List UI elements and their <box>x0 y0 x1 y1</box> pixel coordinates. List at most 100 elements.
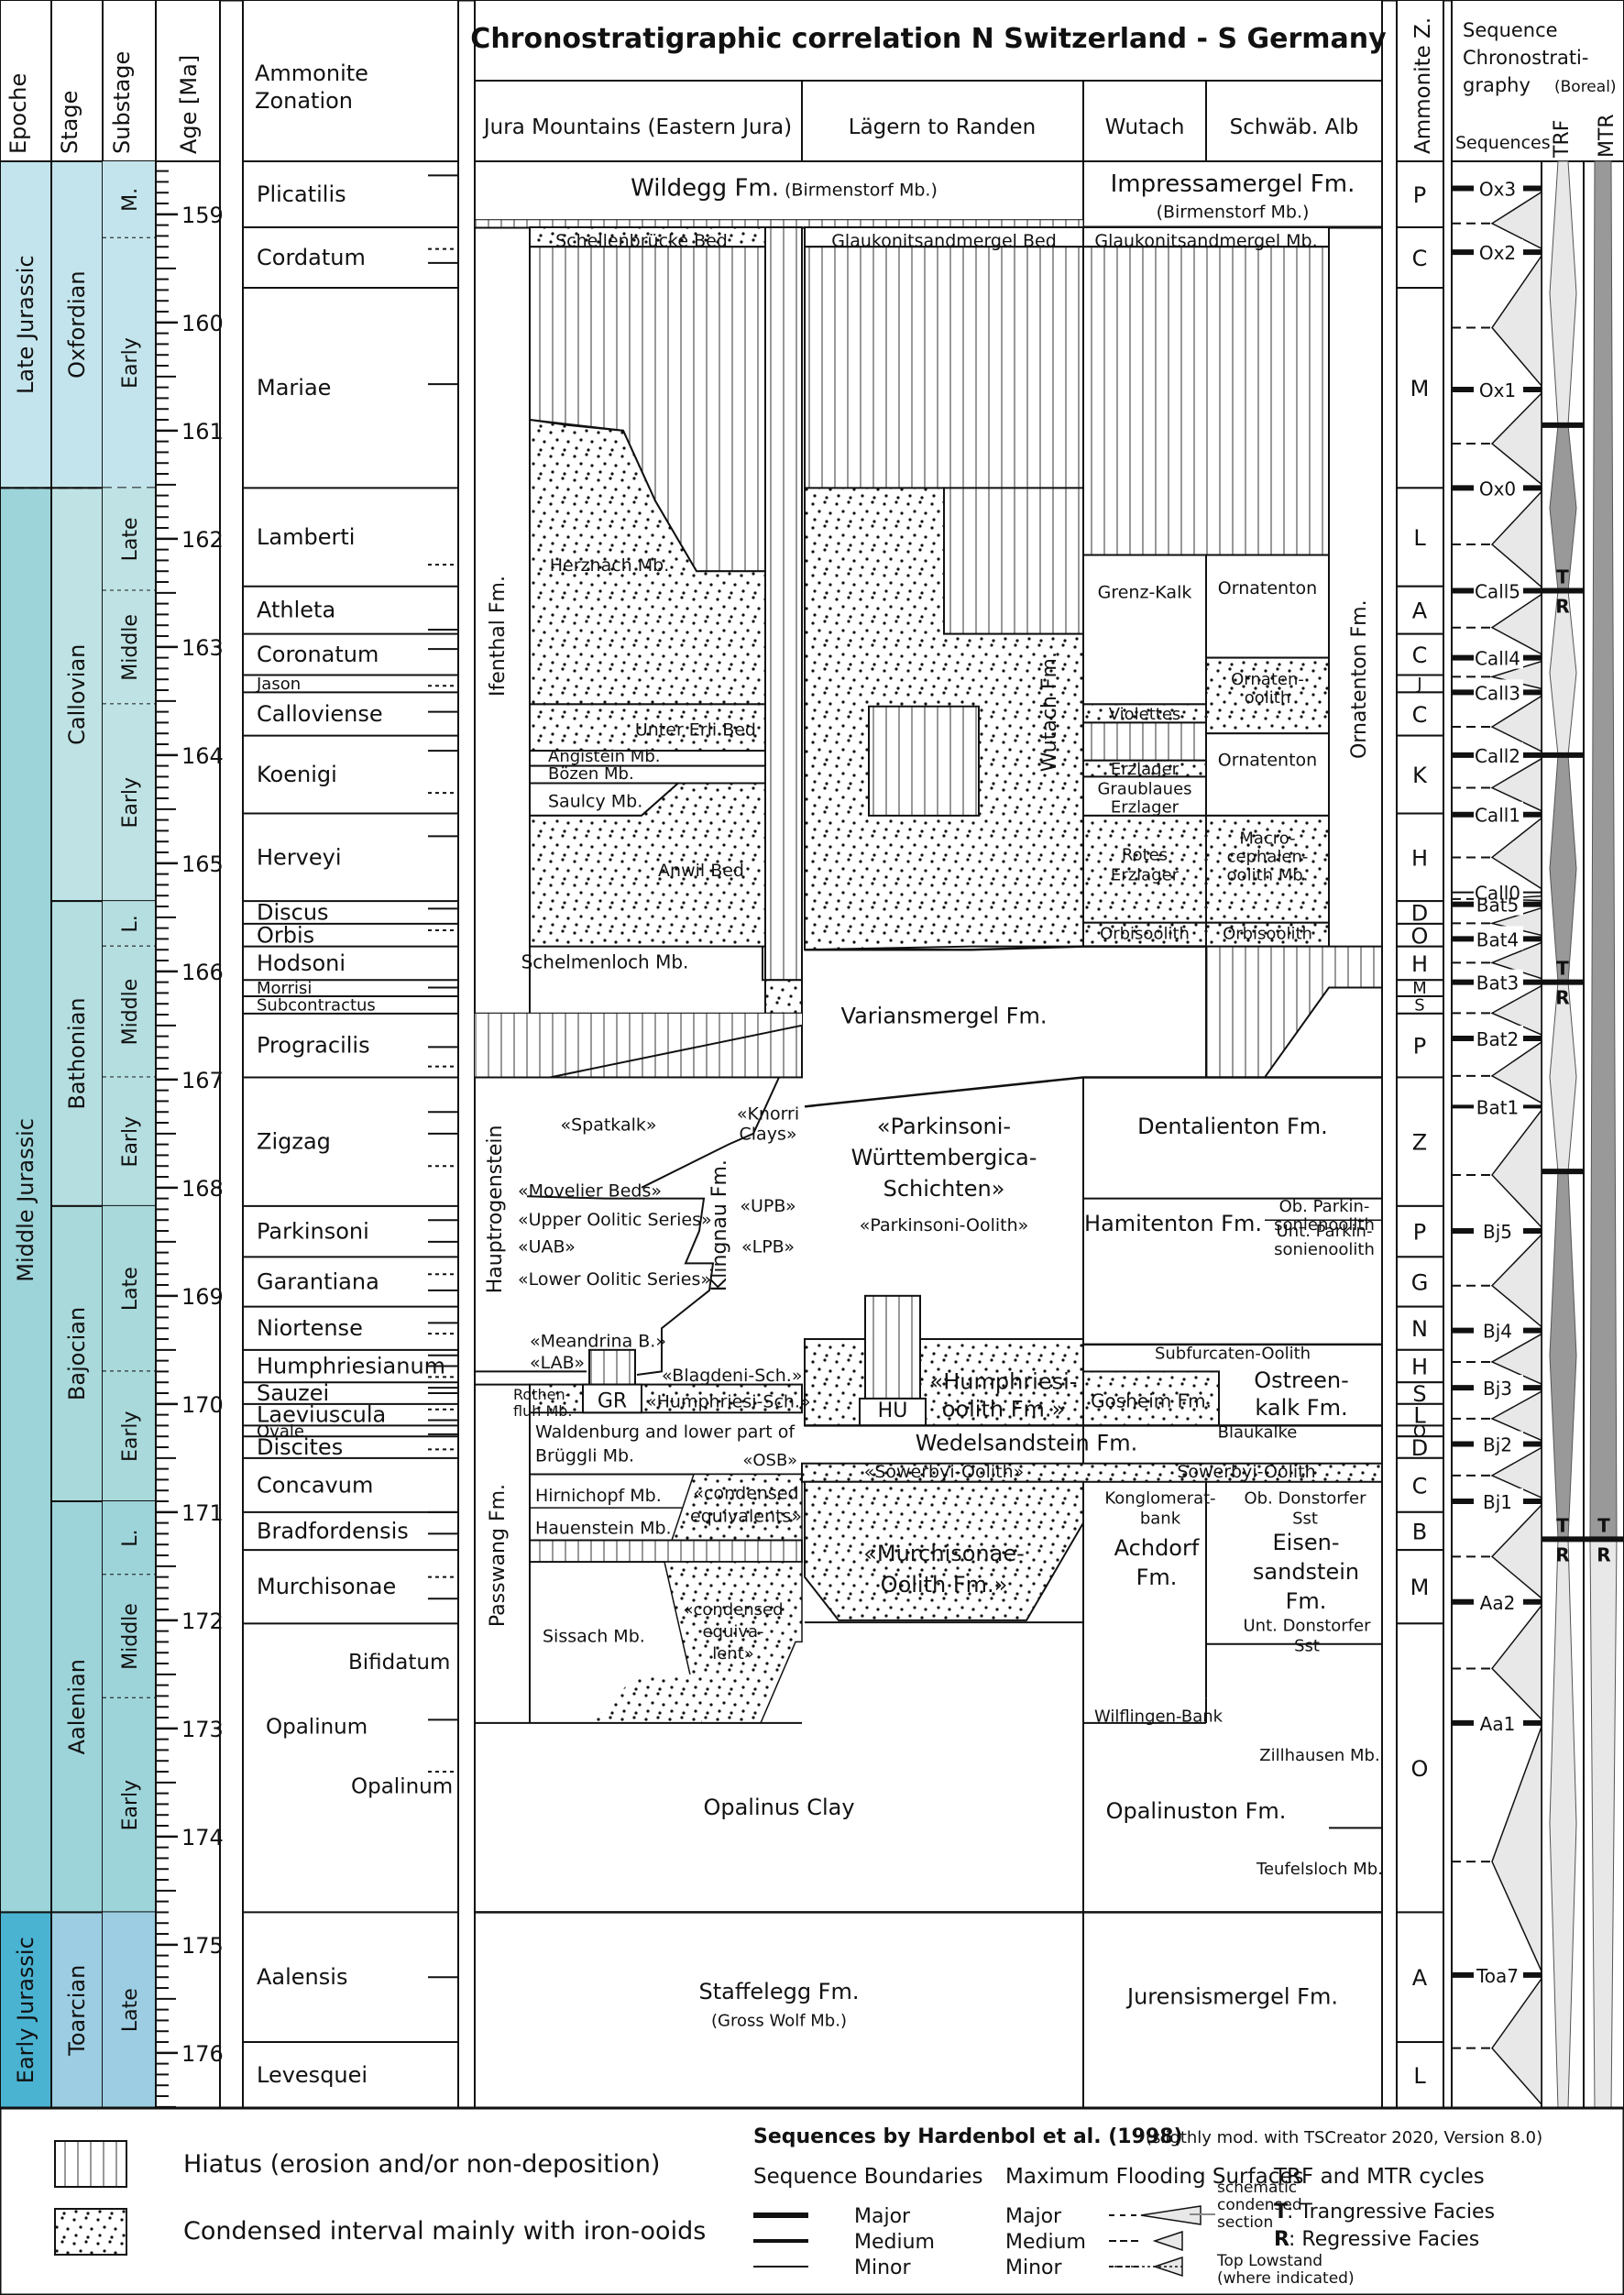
wildegg-fm-label: Wildegg Fm. <box>631 175 779 203</box>
substage-label: L. <box>119 915 142 932</box>
ammonite-z-abbr: O <box>1413 1422 1426 1441</box>
header-stage: Stage <box>57 91 82 154</box>
legend-sb-level: Minor <box>854 2257 911 2279</box>
legend-mfs-level: Minor <box>1005 2257 1062 2279</box>
mfs-triangle <box>1491 1726 1542 1972</box>
legend-schematic-label: section <box>1217 2213 1273 2232</box>
age-label-168: 168 <box>181 1176 224 1202</box>
ammonite-z-cell <box>1396 1510 1444 1552</box>
sequence-label-bg <box>1474 1709 1523 1734</box>
sequence-label-bg <box>1474 801 1523 826</box>
ammonite-z-abbr: C <box>1412 1473 1428 1499</box>
header-epoche: Epoche <box>5 73 31 154</box>
hiatus-fill <box>475 1013 802 1078</box>
murchisonae-label: Oolith Fm.» <box>881 1572 1008 1598</box>
waldenburg-label: Waldenburg and lower part of <box>535 1422 796 1442</box>
hamitenton-label: Hamitenton Fm. <box>1084 1211 1262 1236</box>
passwang-label: Passwang Fm. <box>487 1484 510 1627</box>
ammonite-zone-label: Humphriesianum <box>257 1354 445 1379</box>
macrocephalen-label: cephalen- <box>1227 848 1309 867</box>
substage <box>103 1077 156 1206</box>
blaukalke-label: Blaukalke <box>1218 1422 1298 1442</box>
variansmergel-label: Variansmergel Fm. <box>841 1003 1048 1028</box>
hiatus-gr <box>588 1348 636 1386</box>
condensed-equivalent-label: «condensed <box>683 1600 783 1620</box>
stage-label: Aalenian <box>64 1659 90 1754</box>
sequence-label-Bat1: Bat1 <box>1476 1096 1520 1118</box>
hirnichopf-label: Hirnichopf Mb. <box>535 1486 662 1506</box>
erzlager-label: Erzlager <box>1111 760 1180 779</box>
epoch-label: Late Jurassic <box>13 255 38 394</box>
mtr-t-label: T <box>1597 1514 1610 1536</box>
legend-mfs-level: Major <box>1005 2205 1062 2228</box>
glauk-mb-label: Glaukonitsandmergel Mb. <box>1094 231 1317 251</box>
legend-t-key: T <box>1274 2201 1288 2224</box>
ammonite-z-abbr: L <box>1413 1403 1426 1429</box>
ammonite-z-abbr: P <box>1413 1220 1426 1246</box>
parkinsoni-wuertt-label: Schichten» <box>883 1176 1005 1202</box>
eisensandstein-label: sandstein <box>1253 1559 1359 1585</box>
unter-erli-label: Unter Erli Bed <box>635 720 756 741</box>
mtr-r-label: R <box>1597 1543 1610 1565</box>
spatkalk-label: «Spatkalk» <box>560 1115 656 1135</box>
mfs-triangle <box>1490 757 1542 812</box>
parkinsoni-oolith-label: «Parkinsoni-Oolith» <box>860 1215 1029 1235</box>
rotes-label: Rotes <box>1122 845 1168 864</box>
ammonite-zone-label: Concavum <box>257 1472 373 1498</box>
waldenburg-label: Brüggli Mb. <box>535 1445 634 1466</box>
anwil-bed <box>529 782 766 948</box>
sequence-label-Call3: Call3 <box>1475 682 1520 704</box>
age-label-160: 160 <box>181 311 224 336</box>
wutach-fm-label: Wutach Fm. <box>1038 652 1061 772</box>
sequence-label-bg <box>1474 1375 1523 1400</box>
sequence-label-Call0: Call0 <box>1475 883 1520 905</box>
hiatus-band-top <box>474 219 1084 228</box>
hiatus-jura-right <box>764 225 803 982</box>
sequence-label-Aa1: Aa1 <box>1480 1713 1516 1735</box>
mfs-triangle <box>1490 695 1542 753</box>
sequence-label-Bat3: Bat3 <box>1476 972 1520 994</box>
ammonite-z-abbr: M <box>1412 979 1427 998</box>
ornatenton-lower <box>1205 732 1330 817</box>
ornatenton-upper <box>1205 554 1330 659</box>
gr-block <box>582 1383 642 1414</box>
age-label-169: 169 <box>181 1284 224 1310</box>
orbisoolith-wutach-label: Orbisoolith <box>1100 924 1190 943</box>
age-label-175: 175 <box>181 1933 224 1959</box>
ammonite-zone-label: Niortense <box>257 1315 363 1341</box>
mfs-triangle <box>1490 1040 1542 1104</box>
ammonite-z-abbr: O <box>1411 923 1429 949</box>
substage <box>103 1205 156 1372</box>
age-label-167: 167 <box>181 1068 224 1093</box>
ammonite-zone-label: Lamberti <box>257 524 355 550</box>
parkinsoni-wuertt-label: Württembergica- <box>851 1145 1037 1170</box>
orbisoolith-alb <box>1205 921 1330 948</box>
substage <box>103 161 156 238</box>
ammonite-z-abbr: B <box>1412 1519 1427 1544</box>
unt-donstorfer-label: Sst <box>1294 1637 1320 1656</box>
mfs-triangle <box>1490 593 1542 655</box>
sequence-label-Ox2: Ox2 <box>1479 242 1516 264</box>
ammonite-z-abbr: L <box>1413 2063 1426 2089</box>
ammonite-z-abbr: D <box>1411 1435 1428 1461</box>
ammonite-zone-label: Garantiana <box>257 1268 379 1294</box>
legend-seq-subtitle: (sligthly mod. with TSCreator 2020, Vers… <box>1146 2128 1542 2147</box>
mfs-triangle <box>1490 1233 1542 1329</box>
ammonite-z-abbr: C <box>1412 246 1428 271</box>
wedelsandstein-label: Wedelsandstein Fm. <box>916 1431 1137 1456</box>
ammonite-z-abbr: J <box>1416 675 1421 694</box>
sequence-label-bg <box>1474 1025 1523 1049</box>
grenz-kalk-label: Grenz-Kalk <box>1098 583 1192 603</box>
ammonite-zone-label: Bradfordensis <box>257 1518 409 1543</box>
stage-label: Callovian <box>64 644 90 745</box>
ostreenkalk-label: kalk Fm. <box>1255 1395 1347 1421</box>
age-label-164: 164 <box>181 743 224 769</box>
achdorf-label: Achdorf <box>1114 1535 1200 1561</box>
hauenstein-label: Hauenstein Mb. <box>535 1518 672 1538</box>
rothenfluh-label: Rothen- <box>513 1386 570 1403</box>
substage <box>103 946 156 1078</box>
uab-label: «UAB» <box>518 1237 576 1257</box>
sequence-label-Bj3: Bj3 <box>1483 1378 1512 1400</box>
violettes-label: Violettes <box>1109 705 1181 724</box>
gosheim <box>1082 1370 1220 1427</box>
